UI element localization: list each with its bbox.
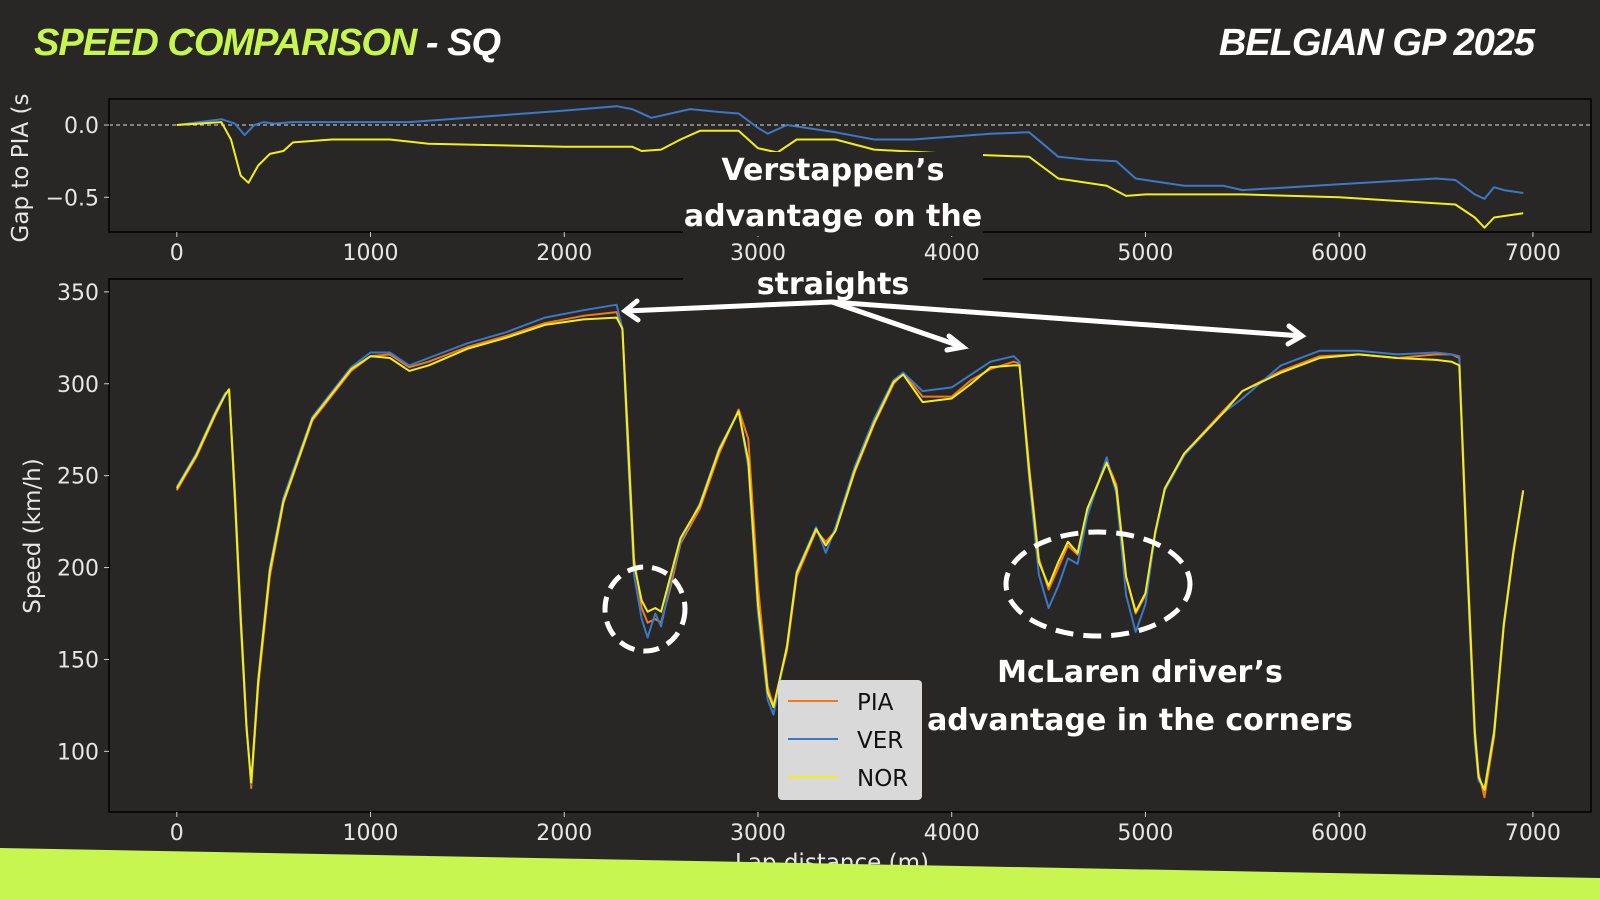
x-tick-label: 3000 [730, 241, 786, 266]
legend: PIA VER NOR [778, 680, 922, 800]
speed-ylabel: Speed (km/h) [20, 458, 46, 613]
annotation-corners-line2: advantage in the corners [927, 703, 1353, 738]
annotation-bg-bottom [683, 266, 983, 302]
x-tick-label: 7000 [1505, 241, 1561, 266]
x-tick-label: 3000 [730, 821, 786, 846]
x-tick-label: 4000 [924, 241, 980, 266]
annotation-bg-top [683, 152, 983, 236]
y-tick-label: 250 [57, 465, 99, 490]
arrow-right [829, 299, 1307, 347]
annotation-corners-line1: McLaren driver’s [997, 655, 1283, 690]
x-tick-label: 1000 [343, 241, 399, 266]
y-tick-label: 350 [57, 281, 99, 306]
x-tick-label: 0 [170, 821, 184, 846]
y-tick-label: 300 [57, 373, 99, 398]
y-tick-label: 100 [57, 740, 99, 765]
gap-ylabel: Gap to PIA (s [8, 94, 34, 243]
series-line-nor [175, 316, 1525, 791]
chart-title: SPEED COMPARISON - SQ [34, 22, 501, 65]
x-tick-label: 2000 [536, 821, 592, 846]
series-line-ver [175, 303, 1525, 790]
x-tick-label: 4000 [924, 821, 980, 846]
y-tick-label: 0.0 [64, 114, 99, 139]
x-tick-label: 5000 [1117, 241, 1173, 266]
event-title: BELGIAN GP 2025 [1218, 22, 1535, 64]
series-line-ver [176, 105, 1524, 200]
annotation-straights-line2: advantage on the [684, 199, 982, 234]
series-line-nor [176, 121, 1524, 229]
highlight-ellipse-2 [1003, 529, 1193, 639]
y-tick-label: 200 [57, 557, 99, 582]
x-tick-label: 7000 [1505, 821, 1561, 846]
y-tick-label: −0.5 [46, 186, 99, 211]
x-tick-label: 1000 [343, 821, 399, 846]
annotation-arrows [620, 298, 1307, 353]
annotation-straights-line1: Verstappen’s [721, 153, 944, 188]
highlight-ellipse-1 [602, 564, 688, 654]
legend-label-nor: NOR [857, 766, 908, 792]
title-session: - SQ [416, 22, 501, 64]
x-tick-label: 6000 [1311, 821, 1367, 846]
legend-label-ver: VER [857, 728, 903, 754]
x-tick-label: 0 [170, 241, 184, 266]
legend-label-pia: PIA [857, 690, 894, 716]
x-tick-label: 2000 [536, 241, 592, 266]
arrow-middle [829, 299, 969, 353]
legend-box [778, 680, 922, 800]
accent-stripe [0, 848, 1600, 900]
title-main: SPEED COMPARISON [34, 22, 417, 64]
y-tick-label: 150 [57, 648, 99, 673]
arrow-left [620, 298, 835, 323]
x-tick-label: 6000 [1311, 241, 1367, 266]
x-tick-label: 5000 [1117, 821, 1173, 846]
annotation-straights-line3: straights [757, 267, 910, 302]
